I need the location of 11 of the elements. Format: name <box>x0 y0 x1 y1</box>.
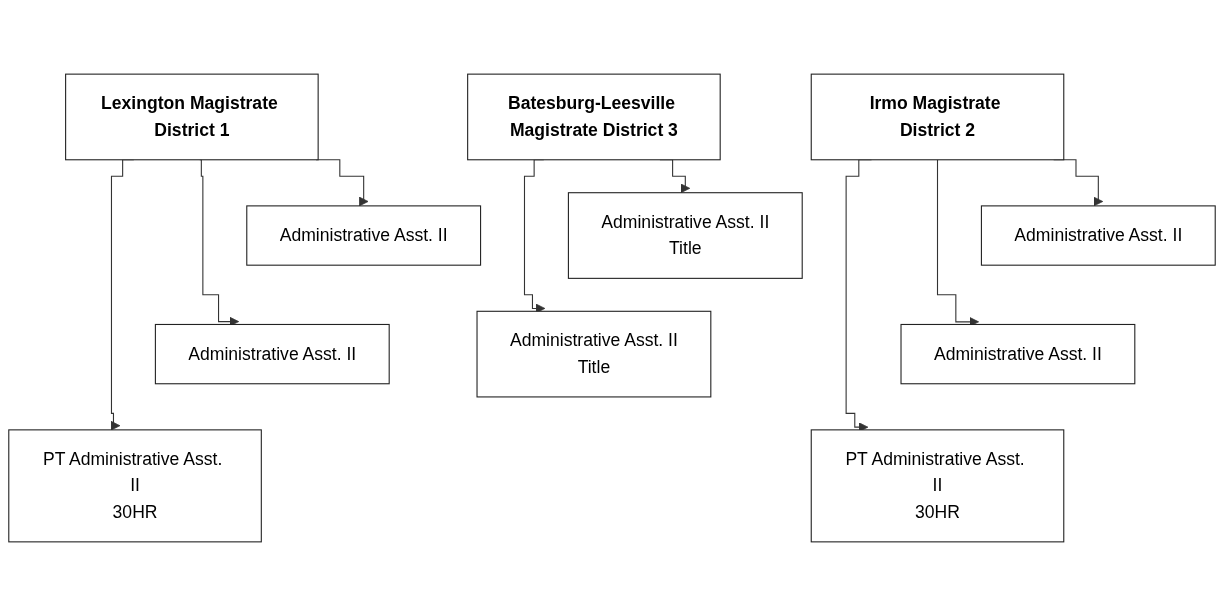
node-box: PT Administrative Asst. II 30HR <box>8 429 262 543</box>
node-box: Administrative Asst. II Title <box>567 192 803 279</box>
node-box: Irmo Magistrate District 2 <box>810 73 1065 161</box>
node-box: Administrative Asst. II <box>980 205 1216 266</box>
node-box: Lexington Magistrate District 1 <box>65 73 319 161</box>
node-box: Batesburg-Leesville Magistrate District 3 <box>467 73 721 161</box>
node-box: Administrative Asst. II <box>246 205 482 266</box>
node-box: Administrative Asst. II <box>900 323 1136 385</box>
node-box: PT Administrative Asst. II 30HR <box>810 429 1065 543</box>
node-box: Administrative Asst. II <box>154 323 390 385</box>
node-box: Administrative Asst. II Title <box>476 310 712 398</box>
